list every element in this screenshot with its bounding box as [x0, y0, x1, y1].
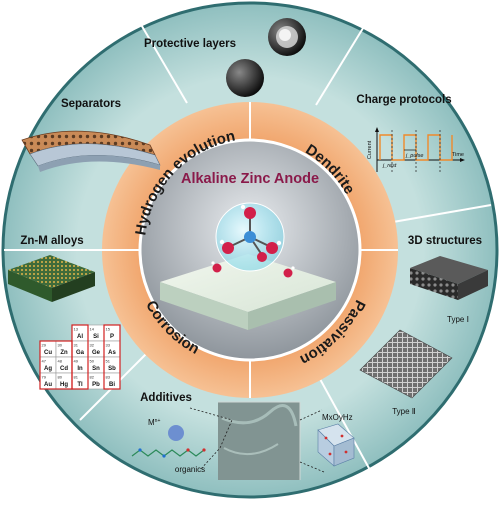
protective-layer-spheres [226, 18, 306, 97]
periodic-cell-symbol: Zn [60, 350, 68, 356]
label-zn-m-alloys: Zn-M alloys [20, 235, 83, 247]
periodic-cell-symbol: Cu [44, 350, 52, 356]
label-charge-protocols: Charge protocols [356, 94, 451, 106]
separator-sheet [21, 130, 161, 172]
periodic-cell-symbol: Ge [92, 350, 101, 356]
additives-panel [189, 401, 325, 480]
periodic-cell-symbol: Bi [109, 382, 115, 388]
periodic-highlight-box [103, 324, 121, 390]
3d-woven-mesh [359, 329, 453, 399]
alloy-block [8, 255, 95, 302]
periodic-highlight-box [39, 340, 73, 390]
periodic-cell-number: 49 [74, 359, 79, 364]
periodic-cell-number: 47 [42, 359, 47, 364]
periodic-cell-number: 51 [106, 359, 111, 364]
additive-ion-label: Mn+ [148, 418, 160, 427]
surface-ions [211, 261, 295, 278]
organic-chain [131, 449, 205, 457]
periodic-cell-symbol: Al [77, 334, 83, 340]
periodic-cell-number: 14 [90, 327, 95, 332]
metal-ion-sphere [168, 425, 184, 441]
periodic-cell-symbol: Sn [92, 366, 100, 372]
label-3d-structures: 3D structures [408, 235, 482, 247]
label-separators: Separators [61, 98, 121, 110]
periodic-cell-number: 33 [106, 343, 111, 348]
periodic-cell-number: 82 [90, 375, 95, 380]
periodic-cell-number: 30 [58, 343, 63, 348]
periodic-cell-number: 29 [42, 343, 47, 348]
periodic-cell-symbol: As [108, 350, 116, 356]
3d-foam-block [410, 256, 488, 300]
organic-chain-atoms [138, 448, 206, 458]
periodic-cell-number: 50 [90, 359, 95, 364]
plot-j-label-1: j_rest [382, 163, 397, 169]
periodic-cell-number: 32 [90, 343, 95, 348]
charge-protocol-plot [375, 127, 465, 172]
periodic-cell-number: 80 [58, 375, 63, 380]
oxide-lattice [317, 423, 355, 467]
additive-organics-label: organics [175, 465, 205, 474]
structure-type-1: Type Ⅰ [447, 315, 469, 324]
periodic-cell-number: 15 [106, 327, 111, 332]
periodic-cell-symbol: Au [44, 382, 52, 388]
plot-j-label-2: j_pulse [405, 153, 423, 159]
periodic-cell-symbol: Sb [108, 366, 116, 372]
plot-x-label: Time [452, 152, 464, 158]
periodic-cell-symbol: Cd [60, 366, 68, 372]
periodic-cell-number: 48 [58, 359, 63, 364]
center-title: Alkaline Zinc Anode [181, 171, 319, 187]
periodic-cell-symbol: Si [93, 334, 99, 340]
periodic-cell-symbol: P [110, 334, 114, 340]
periodic-cell-symbol: Ga [76, 350, 85, 356]
periodic-cell-symbol: Pb [92, 382, 100, 388]
additive-oxide-label: MxOyHz [322, 413, 353, 422]
plot-y-label: Current [367, 140, 373, 159]
zinc-complex-molecule [219, 204, 282, 262]
periodic-cell-number: 83 [106, 375, 111, 380]
periodic-cell-number: 31 [74, 343, 79, 348]
periodic-cell-number: 81 [74, 375, 79, 380]
ring-dividers [102, 102, 398, 398]
periodic-cell-number: 13 [74, 327, 79, 332]
periodic-cell-symbol: Tl [77, 382, 83, 388]
structure-type-2: Type Ⅱ [392, 407, 416, 416]
periodic-cell-symbol: Hg [60, 382, 68, 388]
periodic-cell-number: 79 [42, 375, 47, 380]
label-additives: Additives [140, 392, 192, 404]
periodic-cell-symbol: In [77, 366, 83, 372]
periodic-cell-symbol: Ag [44, 366, 52, 372]
label-protective-layers: Protective layers [144, 38, 236, 50]
